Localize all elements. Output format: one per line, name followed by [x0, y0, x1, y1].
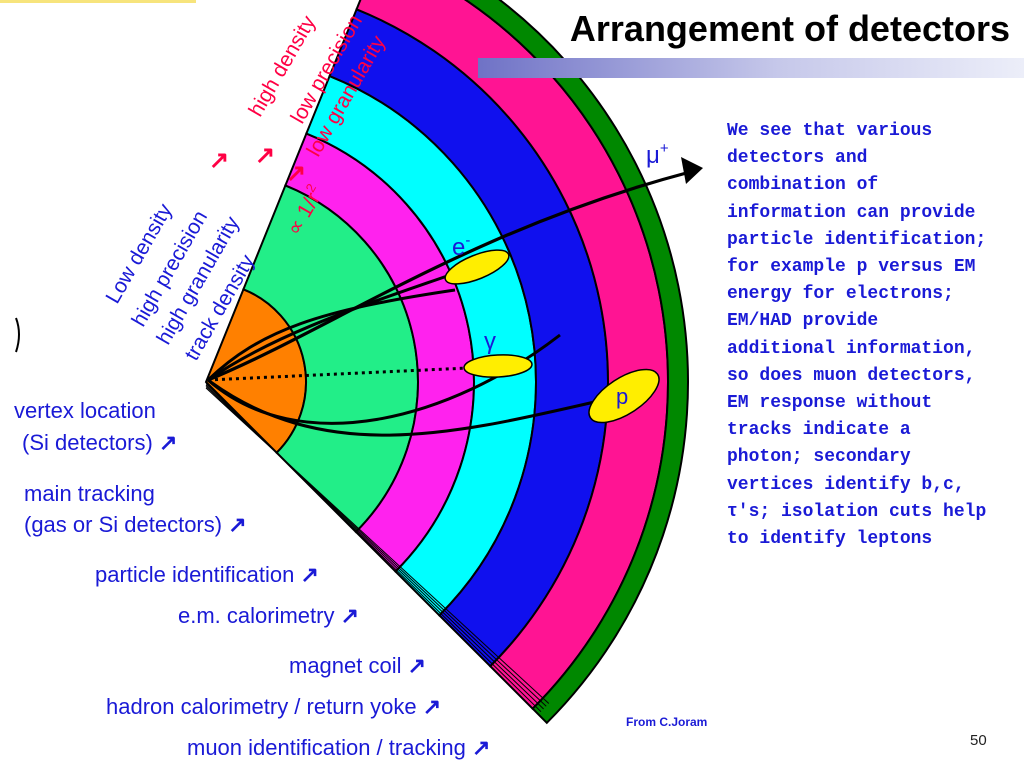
proton-track — [207, 378, 613, 437]
proton-label: p — [616, 384, 628, 409]
label-si-detectors: (Si detectors) ↗ — [22, 430, 177, 456]
arrow-icon: ↗ — [158, 430, 178, 455]
label-si-detectors-text: (Si detectors) — [22, 430, 153, 455]
particle-labels: e- γ p μ+ — [452, 140, 669, 409]
source-credit: From C.Joram — [626, 715, 708, 729]
muon-arrowhead — [681, 157, 703, 184]
label-gas-or-si-text: (gas or Si detectors) — [24, 512, 223, 537]
particle-tracks — [206, 157, 703, 437]
proton-deposit — [588, 368, 660, 424]
label-particle-identification-text: particle identification — [95, 562, 295, 587]
electron-deposit — [444, 249, 510, 285]
photon-deposit — [463, 354, 533, 378]
arrow-icon: ↗ — [407, 653, 427, 678]
trend-arrow-icon: ↗ — [255, 142, 275, 169]
label-vertex-location-line1: vertex location — [14, 398, 156, 423]
label-em-calorimetry: e.m. calorimetry ↗ — [178, 603, 359, 629]
page-number: 50 — [970, 732, 987, 749]
arrow-icon: ↗ — [228, 512, 247, 537]
label-magnet-coil-text: magnet coil — [289, 653, 402, 678]
arrow-icon: ↗ — [422, 694, 442, 719]
label-main-tracking-line1: main tracking — [24, 481, 155, 506]
electron-symbol: e — [452, 234, 465, 261]
label-particle-identification: particle identification ↗ — [95, 562, 319, 588]
arrow-icon: ↗ — [471, 735, 491, 760]
edge-line — [205, 387, 550, 704]
electron-track — [207, 266, 471, 382]
label-em-calorimetry-text: e.m. calorimetry — [178, 603, 335, 628]
slide-title: Arrangement of detectors — [569, 8, 1010, 49]
muon-track — [207, 170, 691, 382]
label-hadron-calorimetry: hadron calorimetry / return yoke ↗ — [106, 694, 441, 720]
title-underline-bar — [478, 58, 1024, 78]
electron-charge: - — [465, 232, 470, 249]
top-accent-strip — [0, 0, 196, 3]
trend-arrow-icon: ↗ — [286, 160, 306, 187]
muon-charge: + — [660, 140, 669, 157]
label-hadron-calorimetry-text: hadron calorimetry / return yoke — [106, 694, 417, 719]
label-gas-or-si: (gas or Si detectors) ↗ — [24, 512, 247, 538]
partial-bracket — [15, 317, 20, 353]
arrow-icon: ↗ — [300, 562, 319, 587]
muon-layer — [463, 0, 689, 725]
electron-label: e- — [452, 232, 470, 261]
label-main-tracking: main tracking — [24, 481, 155, 507]
trend-arrow-icon: ↗ — [209, 147, 229, 174]
label-muon-identification-text: muon identification / tracking — [187, 735, 466, 760]
arrow-icon: ↗ — [340, 603, 360, 628]
detector-layers — [204, 0, 689, 725]
explanation-paragraph: We see that various detectors and combin… — [727, 121, 987, 550]
label-magnet-coil: magnet coil ↗ — [289, 653, 426, 679]
muon-label: μ+ — [646, 140, 669, 169]
muon-symbol: μ — [646, 142, 660, 169]
label-muon-identification: muon identification / tracking ↗ — [187, 735, 490, 761]
photon-dotted-path — [207, 365, 491, 382]
curved-track-upper — [206, 288, 456, 382]
label-vertex-location: vertex location — [14, 398, 156, 424]
photon-label: γ — [484, 328, 496, 355]
